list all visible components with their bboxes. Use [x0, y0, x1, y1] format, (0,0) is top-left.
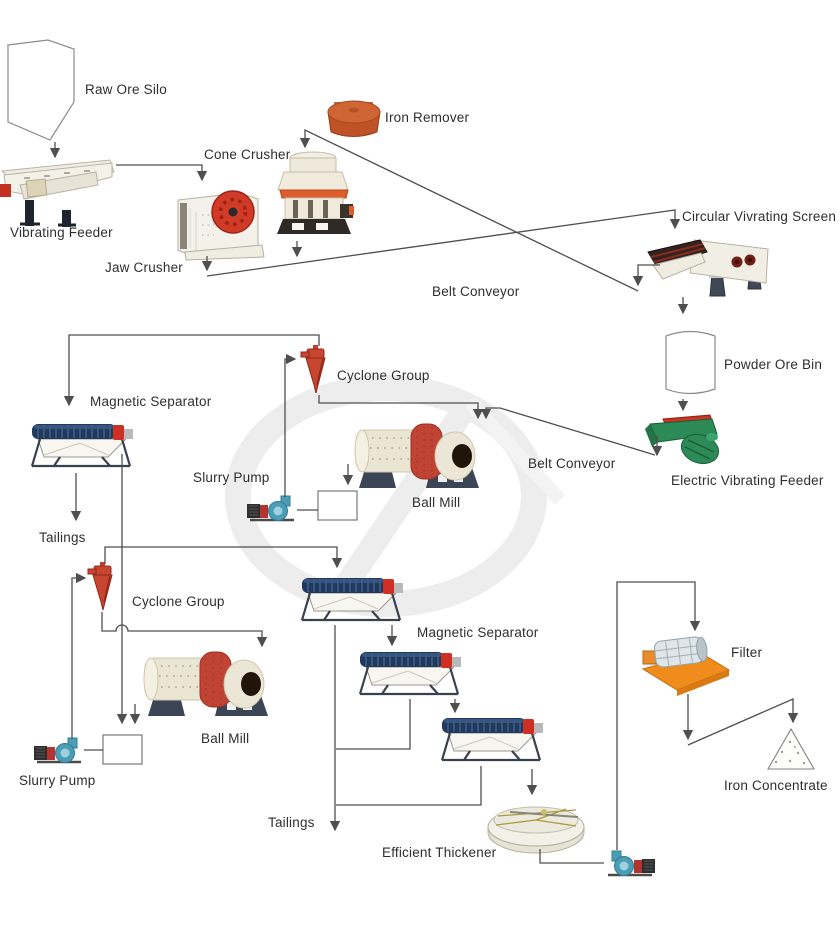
line-screen-return-to-cone — [299, 128, 639, 292]
label-raw-ore-silo: Raw Ore Silo — [85, 82, 167, 97]
magnetic-separator-2-illustration — [300, 576, 405, 622]
label-belt-conveyor-top: Belt Conveyor — [432, 284, 520, 299]
line-pump1-to-cyclone1 — [284, 353, 297, 497]
label-tailings-2: Tailings — [268, 815, 315, 830]
label-cyclone-group-1: Cyclone Group — [337, 368, 430, 383]
label-magnetic-separator-2: Magnetic Separator — [417, 625, 539, 640]
line-feeder-to-jaw — [116, 164, 208, 182]
label-slurry-pump-2: Slurry Pump — [19, 773, 96, 788]
iron-concentrate-illustration — [767, 727, 815, 770]
slurry-pump-3-illustration — [606, 849, 657, 877]
label-tailings-1: Tailings — [39, 530, 86, 545]
label-iron-concentrate: Iron Concentrate — [724, 778, 828, 793]
line-pump2-to-cyclone2 — [71, 572, 87, 739]
slurry-pump-2-illustration — [32, 736, 83, 764]
label-circular-vibrating-screen: Circular Vivrating Screen — [682, 209, 837, 224]
label-ball-mill-2: Ball Mill — [201, 731, 250, 746]
flow-lines — [49, 128, 799, 864]
label-slurry-pump-1: Slurry Pump — [193, 470, 270, 485]
line-belt-to-mill1 — [480, 407, 656, 456]
label-iron-remover: Iron Remover — [385, 110, 470, 125]
label-ball-mill-1: Ball Mill — [412, 495, 461, 510]
line-cyclone2-underflow-to-mill2 — [101, 612, 268, 648]
line-cyclone1-underflow — [318, 395, 484, 420]
pump-sump-box-1 — [317, 490, 358, 521]
slurry-pump-1-illustration — [245, 494, 296, 522]
vibrating-feeder-illustration — [0, 159, 115, 227]
circular-vibrating-screen-illustration — [647, 239, 769, 297]
powder-ore-bin-illustration — [665, 330, 716, 395]
line-conveyor-to-concentrate — [687, 698, 799, 746]
label-belt-conveyor-mid: Belt Conveyor — [528, 456, 616, 471]
label-efficient-thickener: Efficient Thickener — [382, 845, 497, 860]
pump-sump-box-2 — [102, 734, 143, 765]
cyclone-group-1-illustration — [300, 344, 326, 394]
electric-vibrating-feeder-illustration — [645, 414, 720, 465]
label-jaw-crusher: Jaw Crusher — [105, 260, 183, 275]
label-electric-vibrating-feeder: Electric Vibrating Feeder — [671, 473, 824, 488]
line-thickener-to-pump3 — [539, 849, 604, 864]
magnetic-separator-4-illustration — [440, 716, 545, 762]
line-screen-oversize-drop — [632, 264, 660, 287]
cone-crusher-illustration — [277, 151, 354, 234]
label-filter: Filter — [731, 645, 763, 660]
ball-mill-2-illustration — [143, 651, 269, 717]
raw-ore-silo-illustration — [7, 39, 75, 141]
cyclone-group-2-illustration — [87, 561, 113, 611]
line-cyclone1-overflow-to-sep1 — [63, 334, 320, 407]
line-pump3-to-filter — [616, 581, 701, 850]
jaw-crusher-illustration — [177, 190, 265, 261]
label-magnetic-separator-1: Magnetic Separator — [90, 394, 212, 409]
label-cyclone-group-2: Cyclone Group — [132, 594, 225, 609]
label-vibrating-feeder: Vibrating Feeder — [10, 225, 113, 240]
label-powder-ore-bin: Powder Ore Bin — [724, 357, 823, 372]
magnetic-separator-1-illustration — [30, 422, 135, 468]
iron-remover-illustration — [327, 100, 381, 137]
line-sep4-tailings-join — [336, 766, 482, 806]
line-cyclone2-overflow-to-sep2 — [104, 546, 343, 569]
label-cone-crusher: Cone Crusher — [204, 147, 291, 162]
line-belt-conveyor-to-screen — [206, 209, 681, 277]
line-sep3-tailings-join — [336, 699, 411, 750]
filter-illustration — [641, 636, 731, 696]
efficient-thickener-illustration — [487, 806, 585, 854]
ball-mill-1-illustration — [354, 423, 480, 489]
magnetic-separator-3-illustration — [358, 650, 463, 696]
